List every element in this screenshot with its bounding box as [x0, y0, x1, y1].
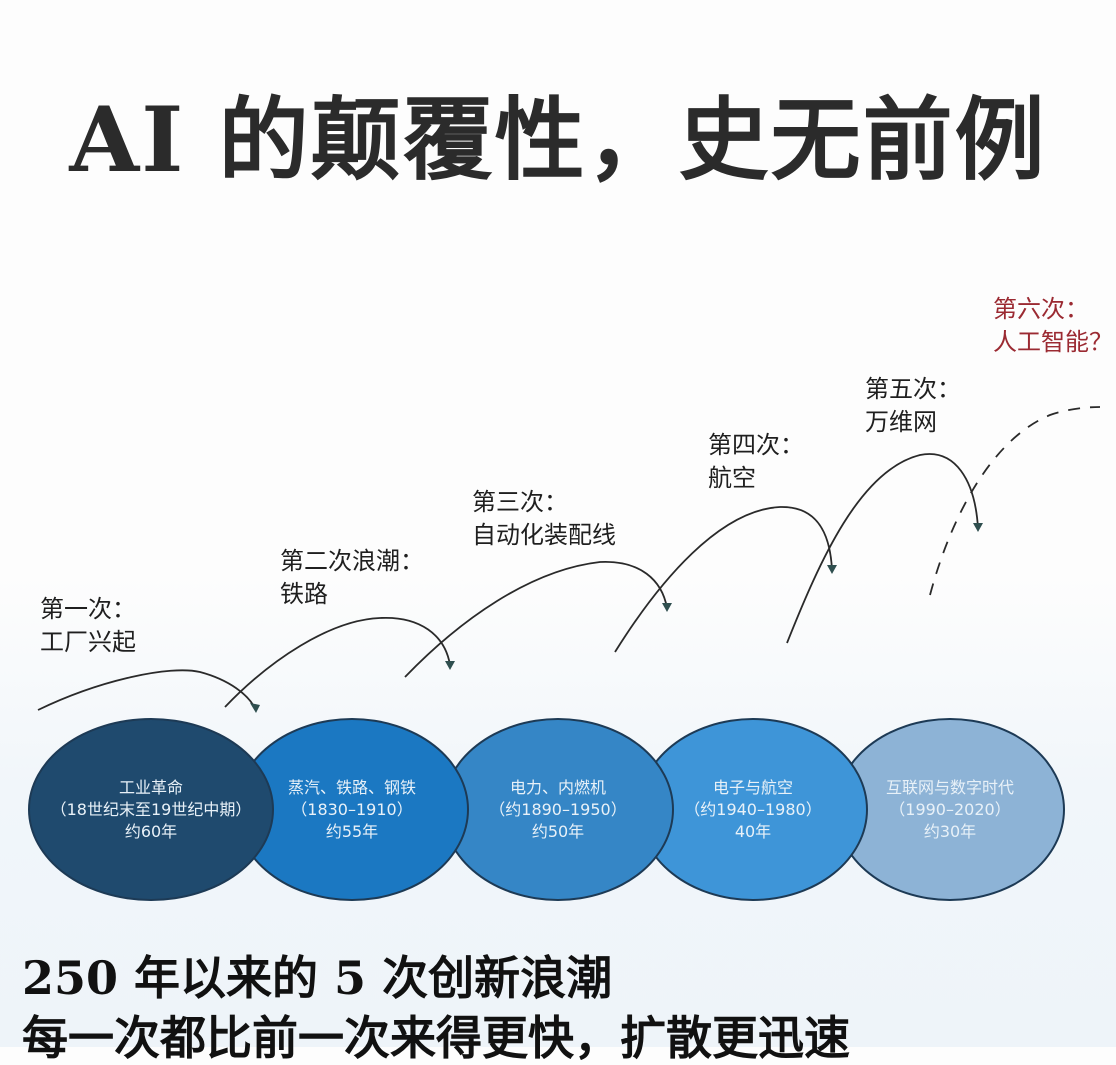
wave-4-duration: 40年	[734, 821, 772, 841]
wave-5-era: 互联网与数字时代	[885, 777, 1014, 797]
wave-5-label-ordinal: 第五次：	[865, 375, 961, 403]
arrowhead-3	[662, 603, 672, 612]
arc-wave-1	[37, 669, 256, 711]
arc-wave-3	[404, 561, 668, 678]
arrowhead-1	[250, 703, 260, 713]
wave-6-label: 第六次： 人工智能？	[993, 293, 1113, 359]
wave-6-label-ordinal: 第六次：	[993, 295, 1089, 323]
wave-2-label: 第二次浪潮： 铁路	[280, 545, 424, 611]
wave-2-duration: 约55年	[325, 821, 379, 841]
wave-3-duration: 约50年	[531, 821, 585, 841]
wave-5-label-name: 万维网	[865, 408, 937, 436]
wave-4-period: （约1940–1980）	[684, 799, 822, 819]
wave-1-label-ordinal: 第一次：	[40, 595, 136, 623]
wave-5-label: 第五次： 万维网	[865, 373, 961, 439]
footer-line-2: 每一次都比前一次来得更快，扩散更迅速	[22, 1011, 850, 1065]
wave-2-label-name: 铁路	[280, 580, 328, 608]
arc-wave-6-dashed	[929, 406, 1101, 596]
wave-3-ellipse: 电力、内燃机 （约1890–1950） 约50年	[442, 718, 674, 901]
footer-line-1: 250 年以来的 5 次创新浪潮	[22, 951, 613, 1005]
arrowhead-4	[827, 565, 837, 574]
wave-1-period: （18世纪末至19世纪中期）	[50, 799, 252, 819]
wave-2-era: 蒸汽、铁路、钢铁	[287, 777, 416, 797]
wave-1-label-name: 工厂兴起	[40, 628, 136, 656]
wave-3-label-name: 自动化装配线	[472, 521, 616, 549]
wave-5-period: （1990–2020）	[889, 799, 1011, 819]
wave-3-label-ordinal: 第三次：	[472, 488, 568, 516]
wave-4-label: 第四次： 航空	[708, 429, 804, 495]
wave-1-ellipse: 工业革命 （18世纪末至19世纪中期） 约60年	[28, 718, 274, 901]
arc-wave-4	[614, 506, 833, 653]
wave-4-era: 电子与航空	[712, 777, 793, 797]
wave-3-label: 第三次： 自动化装配线	[472, 486, 616, 552]
wave-1-duration: 约60年	[124, 821, 178, 841]
arrowhead-5	[973, 523, 983, 532]
wave-1-era: 工业革命	[118, 777, 183, 797]
wave-2-period: （1830–1910）	[291, 799, 413, 819]
wave-3-era: 电力、内燃机	[509, 777, 606, 797]
wave-4-ellipse: 电子与航空 （约1940–1980） 40年	[638, 718, 868, 901]
wave-3-period: （约1890–1950）	[489, 799, 627, 819]
wave-5-duration: 约30年	[923, 821, 977, 841]
arc-wave-5	[786, 453, 979, 644]
wave-6-label-name: 人工智能？	[993, 328, 1113, 356]
arrowhead-2	[445, 661, 455, 670]
wave-2-ellipse: 蒸汽、铁路、钢铁 （1830–1910） 约55年	[235, 718, 469, 901]
wave-2-label-ordinal: 第二次浪潮：	[280, 547, 424, 575]
page-title: AI 的颠覆性，史无前例	[69, 87, 1047, 193]
wave-4-label-name: 航空	[708, 464, 756, 492]
wave-4-label-ordinal: 第四次：	[708, 431, 804, 459]
wave-1-label: 第一次： 工厂兴起	[40, 593, 136, 659]
wave-5-ellipse: 互联网与数字时代 （1990–2020） 约30年	[835, 718, 1065, 901]
arc-wave-2	[224, 617, 451, 708]
